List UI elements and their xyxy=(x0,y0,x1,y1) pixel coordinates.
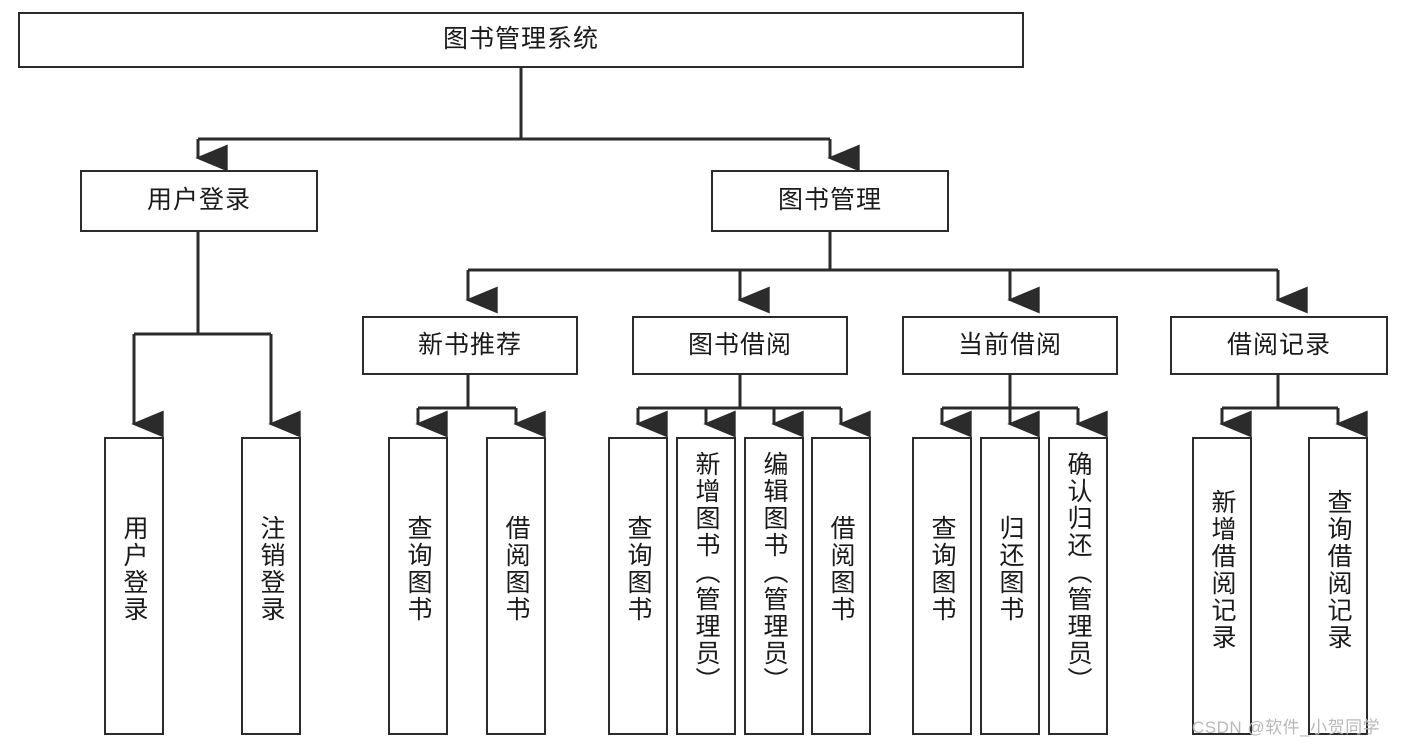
node-user-login[interactable]: 用户登录 xyxy=(80,170,318,232)
leaf-query-book-borrow-label: 查询图书 xyxy=(624,515,652,623)
leaf-add-book-admin-label: 新增图书（管理员） xyxy=(692,451,720,694)
node-book-management[interactable]: 图书管理 xyxy=(711,170,949,232)
leaf-user-login[interactable]: 用户登录 xyxy=(104,437,164,735)
node-root-system-label: 图书管理系统 xyxy=(442,25,599,54)
csdn-watermark: CSDN @软件_小贺同学 xyxy=(1192,718,1381,737)
leaf-query-borrow-record-label: 查询借阅记录 xyxy=(1324,489,1352,651)
node-root-system[interactable]: 图书管理系统 xyxy=(18,12,1024,68)
leaf-query-book-recommend[interactable]: 查询图书 xyxy=(388,437,448,735)
leaf-edit-book-admin-label: 编辑图书（管理员） xyxy=(760,451,788,694)
leaf-add-borrow-record[interactable]: 新增借阅记录 xyxy=(1192,437,1252,735)
node-borrow-record-label: 借阅记录 xyxy=(1226,330,1331,359)
leaf-confirm-return-admin[interactable]: 确认归还（管理员） xyxy=(1048,437,1108,735)
node-borrow-record[interactable]: 借阅记录 xyxy=(1170,316,1388,375)
node-book-borrow-label: 图书借阅 xyxy=(687,330,792,359)
leaf-return-book[interactable]: 归还图书 xyxy=(980,437,1040,735)
node-book-management-label: 图书管理 xyxy=(777,186,882,215)
leaf-user-logout[interactable]: 注销登录 xyxy=(241,437,301,735)
node-new-book-recommend-label: 新书推荐 xyxy=(417,330,522,359)
node-user-login-label: 用户登录 xyxy=(146,186,251,215)
node-book-borrow[interactable]: 图书借阅 xyxy=(632,316,848,375)
leaf-user-login-label: 用户登录 xyxy=(120,515,148,623)
leaf-confirm-return-admin-label: 确认归还（管理员） xyxy=(1064,451,1092,694)
leaf-borrow-book-recommend-label: 借阅图书 xyxy=(502,515,530,623)
leaf-query-borrow-record[interactable]: 查询借阅记录 xyxy=(1308,437,1368,735)
leaf-edit-book-admin[interactable]: 编辑图书（管理员） xyxy=(744,437,804,735)
leaf-return-book-label: 归还图书 xyxy=(996,515,1024,623)
leaf-borrow-book-recommend[interactable]: 借阅图书 xyxy=(486,437,546,735)
node-current-borrow-label: 当前借阅 xyxy=(957,330,1062,359)
leaf-query-book-current-label: 查询图书 xyxy=(928,515,956,623)
leaf-borrow-book-borrow-label: 借阅图书 xyxy=(827,515,855,623)
node-current-borrow[interactable]: 当前借阅 xyxy=(902,316,1118,375)
leaf-add-book-admin[interactable]: 新增图书（管理员） xyxy=(676,437,736,735)
leaf-user-logout-label: 注销登录 xyxy=(257,515,285,623)
leaf-query-book-borrow[interactable]: 查询图书 xyxy=(608,437,668,735)
leaf-borrow-book-borrow[interactable]: 借阅图书 xyxy=(811,437,871,735)
leaf-query-book-current[interactable]: 查询图书 xyxy=(912,437,972,735)
leaf-add-borrow-record-label: 新增借阅记录 xyxy=(1208,489,1236,651)
leaf-query-book-recommend-label: 查询图书 xyxy=(404,515,432,623)
node-new-book-recommend[interactable]: 新书推荐 xyxy=(362,316,578,375)
